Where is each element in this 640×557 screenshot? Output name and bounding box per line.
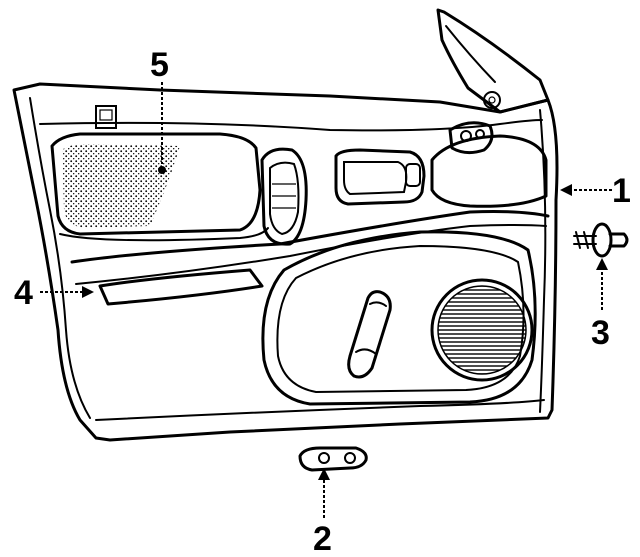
leader-5	[158, 82, 166, 174]
speaker-grille	[430, 278, 534, 382]
leader-4	[40, 286, 94, 298]
door-trim-panel	[12, 8, 559, 442]
upper-trim-insert	[50, 132, 269, 242]
panel-outline	[12, 82, 559, 442]
callout-1: 1	[612, 172, 631, 210]
belt-line	[39, 119, 543, 132]
mirror-sail	[436, 8, 550, 114]
leader-2	[318, 468, 330, 518]
callout-5: 5	[150, 46, 169, 84]
handle-bezel	[334, 148, 426, 206]
armrest-pad	[98, 268, 264, 306]
push-retainer	[573, 222, 629, 258]
mirror-bolt	[483, 91, 501, 109]
leader-3	[596, 258, 608, 310]
mirror-sail-inner	[445, 25, 496, 83]
callout-4: 4	[14, 274, 33, 312]
leader-1	[560, 184, 612, 196]
panel-inner-edge	[29, 97, 91, 419]
map-pocket	[261, 230, 537, 406]
armrest-sweep	[70, 210, 550, 264]
window-crank-slot	[347, 290, 392, 379]
bottom-molding	[95, 399, 545, 421]
pull-cup	[260, 147, 308, 246]
callout-2: 2	[313, 520, 332, 557]
lock-switch	[95, 105, 117, 129]
panel-right-flange	[539, 109, 547, 413]
callout-3: 3	[591, 314, 610, 352]
upper-right-recess	[430, 134, 548, 208]
panel-clip-lower	[298, 446, 368, 472]
